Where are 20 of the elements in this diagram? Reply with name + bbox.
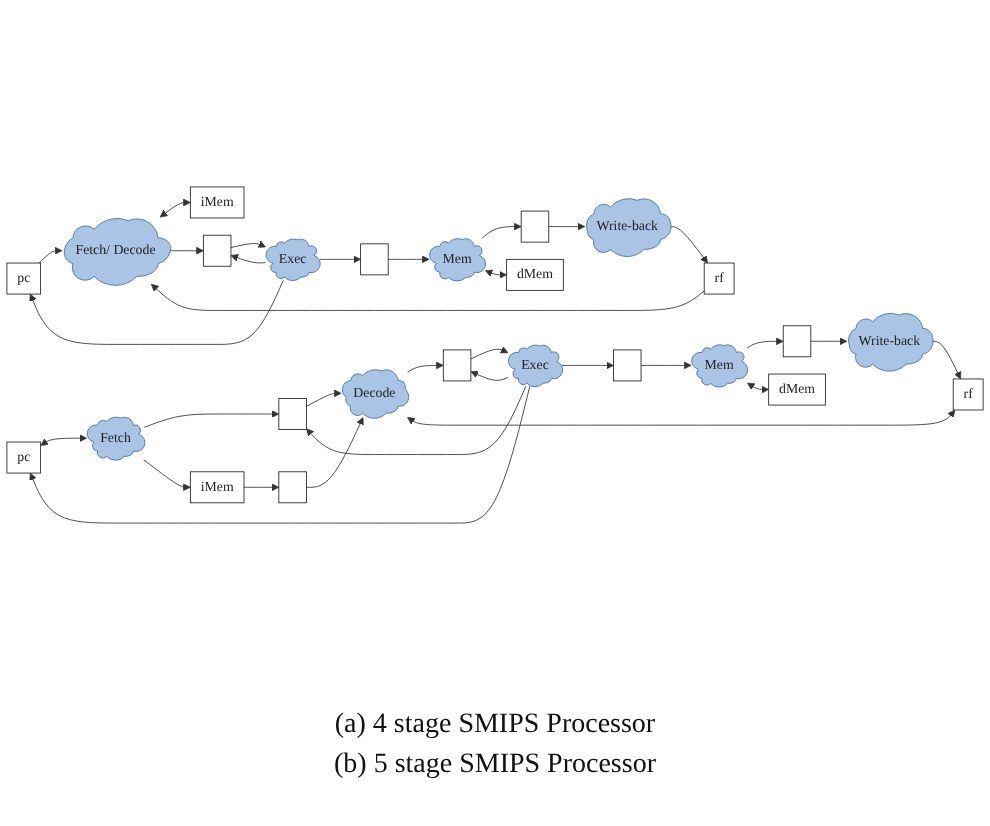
- node-box: [202, 234, 232, 267]
- node-box: [520, 210, 550, 243]
- node-box: [278, 471, 307, 504]
- node-box: [189, 186, 245, 219]
- node-box: [6, 441, 42, 474]
- node-box: [189, 471, 245, 504]
- node-box: [360, 243, 389, 276]
- node-box: [506, 258, 564, 291]
- node-box: [768, 373, 826, 406]
- node-box: [6, 262, 42, 295]
- node-box: [782, 325, 812, 358]
- node-box: [703, 262, 735, 295]
- figure-caption: (b) 5 stage SMIPS Processor: [334, 750, 656, 782]
- node-box: [278, 398, 307, 430]
- node-box: [442, 349, 472, 382]
- node-box: [952, 378, 984, 411]
- arrow: [747, 382, 769, 394]
- arrow: [485, 269, 507, 279]
- figure-caption: (a) 4 stage SMIPS Processor: [334, 710, 656, 742]
- node-box: [613, 349, 642, 382]
